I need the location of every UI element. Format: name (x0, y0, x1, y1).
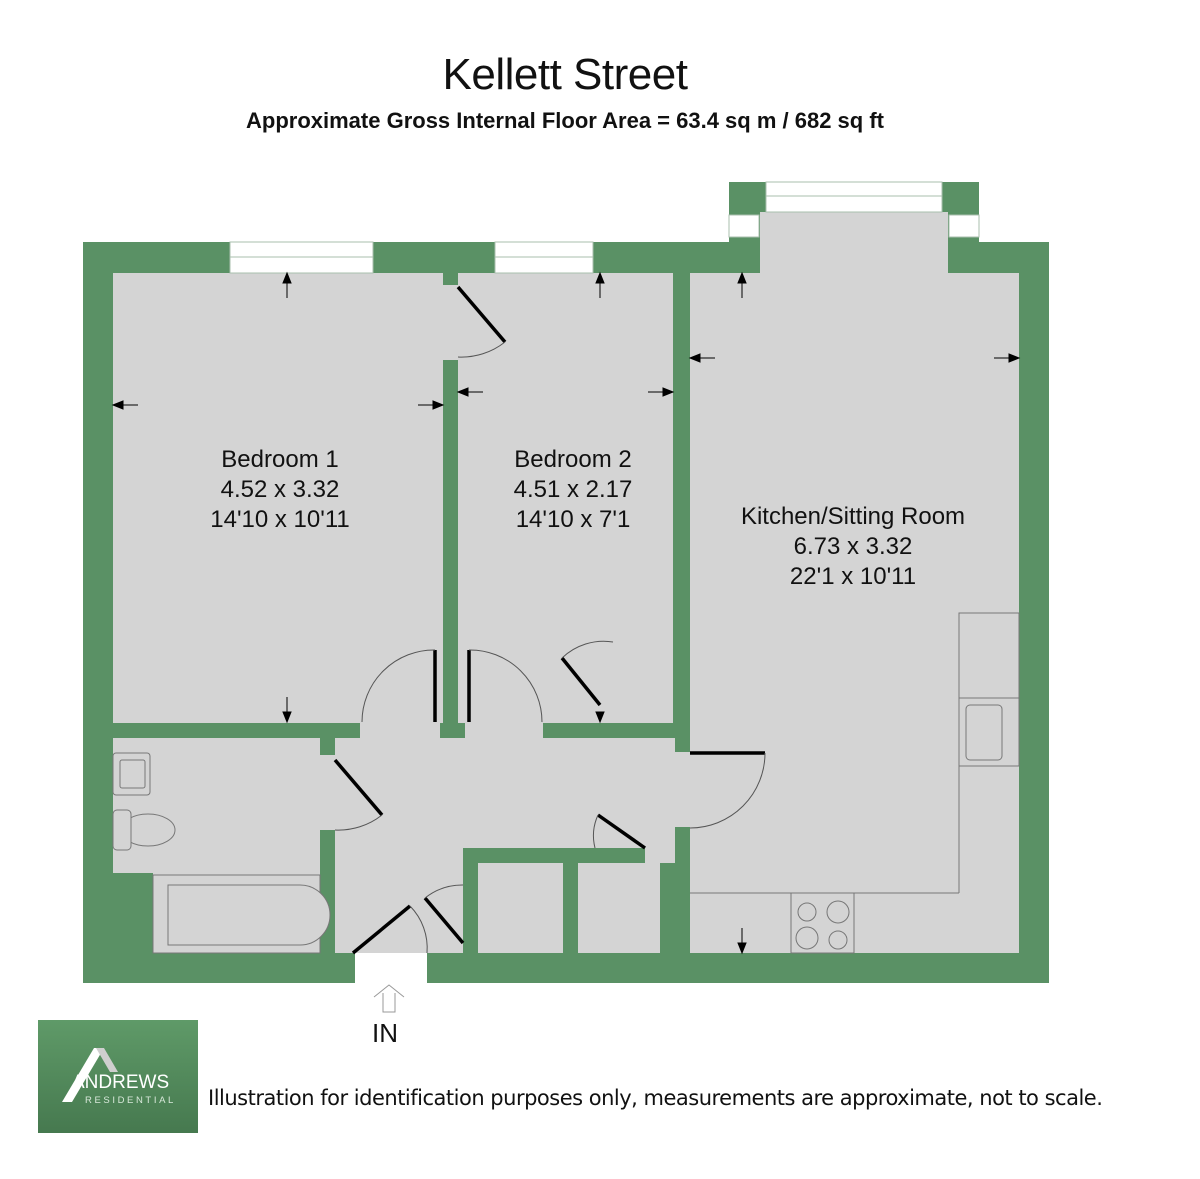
room-imperial: 14'10 x 7'1 (515, 506, 631, 533)
room-imperial: 14'10 x 10'11 (210, 506, 350, 533)
room-metric: 4.52 x 3.32 (220, 476, 340, 503)
doors (333, 285, 765, 955)
entrance-label: IN (372, 1018, 398, 1048)
floors (113, 212, 1019, 983)
logo-brand: ANDREWS (72, 1072, 170, 1093)
room-imperial: 22'1 x 10'11 (789, 563, 917, 590)
room-kitchen-sitting: Kitchen/Sitting Room 6.73 x 3.32 22'1 x … (703, 502, 1003, 592)
fixtures (112, 612, 1020, 954)
windows (229, 181, 980, 274)
plan-title: Kellett Street (442, 50, 688, 99)
floor-area-subtitle: Approximate Gross Internal Floor Area = … (246, 108, 884, 133)
room-bedroom-1: Bedroom 1 4.52 x 3.32 14'10 x 10'11 (180, 445, 380, 535)
room-name: Kitchen/Sitting Room (740, 503, 966, 530)
logo-sub: RESIDENTIAL (85, 1095, 176, 1106)
roof-icon (62, 1048, 118, 1102)
room-name: Bedroom 2 (514, 446, 632, 473)
door-swings (334, 341, 766, 954)
up-arrow-icon (373, 984, 405, 1013)
disclaimer: Illustration for identification purposes… (208, 1086, 1103, 1110)
andrews-logo: ANDREWS RESIDENTIAL (38, 1020, 198, 1133)
room-metric: 4.51 x 2.17 (513, 476, 633, 503)
room-name: Bedroom 1 (221, 446, 339, 473)
room-bedroom-2: Bedroom 2 4.51 x 2.17 14'10 x 7'1 (473, 445, 673, 535)
room-metric: 6.73 x 3.32 (793, 533, 913, 560)
measurement-arrows (111, 271, 1021, 955)
